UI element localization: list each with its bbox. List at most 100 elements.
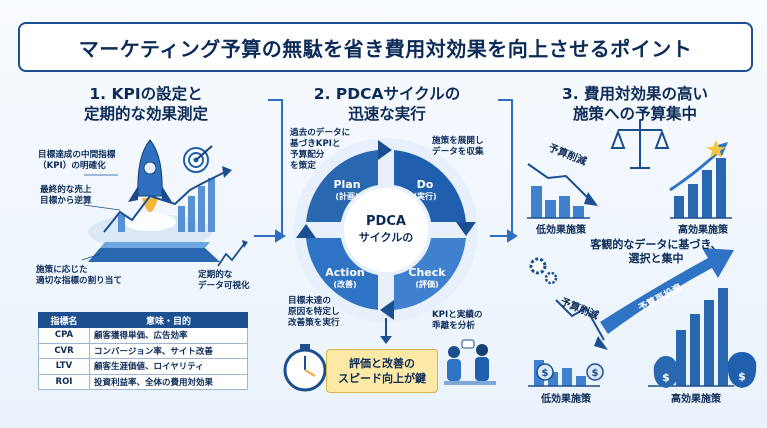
growth-line [103, 171, 226, 233]
pdca-plan-label: Plan (計画) [322, 178, 372, 202]
col1-note-kpi-l2: （KPI）の明確化 [38, 161, 106, 171]
high-effect-label-top: 高効果施策 [678, 225, 728, 236]
pdca-center-label: PDCA サイクルの [336, 214, 436, 245]
balance-scale-icon [610, 120, 670, 169]
pdca-segment-action [306, 238, 378, 310]
col2-note-plan-l3: 予算配分 [290, 150, 325, 160]
col2-note-do-l2: データを収集 [432, 147, 484, 157]
kpi-name-cell: CPA [38, 327, 90, 344]
money-bag-icon: $ $ [653, 352, 757, 388]
kpi-name-cell: LTV [38, 358, 90, 375]
pdca-check-label: Check (評価) [400, 266, 454, 290]
kpi-table: 指標名 意味・目的 CPA 顧客獲得単価、広告効率 CVR コンバージョン率、サ… [38, 312, 248, 390]
pdca-center-l1: PDCA [366, 214, 406, 229]
col2-note-do-l1: 施策を展開し [432, 136, 484, 146]
pdca-do-label: Do (実行) [400, 178, 450, 202]
col2-note-plan-l2: 基づきKPIと [290, 139, 341, 149]
page-title: マーケティング予算の無駄を省き費用対効果を向上させるポイント [78, 36, 693, 61]
col1-heading: 1. KPIの設定と 定期的な効果測定 [36, 84, 256, 124]
pdca-segment-do [394, 150, 466, 222]
col3-heading: 3. 費用対効果の高い 施策への予算集中 [520, 84, 750, 124]
pdca-action-label: Action (改善) [316, 266, 374, 290]
svg-text:$: $ [542, 368, 549, 379]
pdca-center-l2: サイクルの [358, 231, 414, 244]
kpi-table-header-meaning: 意味・目的 [89, 312, 248, 328]
stopwatch-icon [283, 344, 327, 392]
reinvest-arrow [600, 248, 734, 334]
team-people-icon [444, 339, 496, 385]
table-row: ROI 投資利益率、全体の費用対効果 [38, 373, 248, 390]
col1-note-visualize: 定期的な データ可視化 [198, 270, 250, 292]
pdca-cycle [283, 138, 496, 392]
col1-note-metrics-l1: 施策に応じた [36, 265, 88, 275]
selection-focus-text: 客観的なデータに基づき、 選択と集中 [556, 238, 756, 266]
kpi-table-header-name: 指標名 [38, 312, 90, 328]
col2-note-check: KPIと実績の 乖離を分析 [432, 310, 483, 332]
col1-note-goal-l1: 最終的な売上 [40, 185, 92, 195]
pdca-check-sub: (評価) [415, 280, 439, 289]
svg-text:$: $ [662, 371, 670, 384]
pdca-action-text: Action [325, 266, 365, 279]
col2-note-action-l2: 原因を特定し [288, 307, 340, 317]
col2-note-action-l1: 目標未達の [288, 296, 331, 306]
divider-arrow-1 [254, 99, 286, 243]
rocket-icon [124, 139, 176, 231]
svg-text:$: $ [738, 370, 746, 383]
title-bar: マーケティング予算の無駄を省き費用対効果を向上させるポイント [18, 22, 753, 72]
selection-focus-l1: 客観的なデータに基づき、 [590, 238, 722, 251]
col2-note-action-l3: 改善策を実行 [288, 318, 340, 328]
budget-illustrations: $ $ $ $ [527, 120, 757, 388]
col1-heading-line1: 1. KPIの設定と [89, 85, 203, 103]
speed-callout: 評価と改善の スピード向上が鍵 [326, 349, 438, 393]
col2-note-action: 目標未達の 原因を特定し 改善策を実行 [288, 296, 340, 329]
divider-arrow-2 [490, 99, 518, 243]
col1-note-metrics: 施策に応じた 適切な指標の割り当て [36, 265, 122, 287]
col2-heading: 2. PDCAサイクルの 迅速な実行 [282, 84, 492, 124]
col1-note-goal-l2: 目標から逆算 [40, 196, 92, 206]
col1-note-kpi: 目標達成の中間指標 （KPI）の明確化 [38, 150, 115, 172]
col2-note-plan-l1: 過去のデータに [290, 128, 351, 138]
col2-note-plan-l4: を策定 [290, 161, 316, 171]
pdca-do-sub: (実行) [413, 192, 437, 201]
rocket-chart-illustration [81, 139, 248, 267]
table-row: CPA 顧客獲得単価、広告効率 [38, 327, 248, 344]
speed-callout-l1: 評価と改善の [349, 357, 415, 370]
high-effect-bars-top [674, 158, 726, 218]
col1-note-goal: 最終的な売上 目標から逆算 [40, 185, 92, 207]
col2-heading-line1: 2. PDCAサイクルの [313, 85, 461, 103]
col2-note-do: 施策を展開し データを収集 [432, 136, 484, 158]
kpi-meaning-cell: 投資利益率、全体の費用対効果 [89, 373, 248, 390]
col2-note-check-l1: KPIと実績の [432, 310, 483, 320]
low-effect-bars-top [531, 186, 584, 218]
pdca-segment-plan [306, 150, 378, 222]
high-effect-label-bottom: 高効果施策 [671, 394, 721, 405]
col3-heading-line1: 3. 費用対効果の高い [561, 85, 709, 103]
table-row: CVR コンバージョン率、サイト改善 [38, 342, 248, 359]
col2-heading-line2: 迅速な実行 [348, 105, 426, 123]
table-row: LTV 顧客生涯価値、ロイヤリティ [38, 358, 248, 375]
col1-note-metrics-l2: 適切な指標の割り当て [36, 276, 122, 286]
col1-note-visualize-l2: データ可視化 [198, 281, 250, 291]
speed-callout-l2: スピード向上が鍵 [338, 372, 426, 385]
pdca-action-sub: (改善) [333, 280, 357, 289]
low-effect-label-bottom: 低効果施策 [541, 394, 591, 405]
high-effect-bars-bottom [676, 288, 728, 386]
kpi-name-cell: CVR [38, 342, 90, 359]
kpi-table-header: 指標名 意味・目的 [38, 312, 248, 328]
pdca-check-text: Check [408, 266, 446, 279]
coin-icon: $ $ [536, 363, 604, 381]
col1-note-visualize-l1: 定期的な [198, 270, 233, 280]
pdca-do-text: Do [416, 178, 434, 191]
svg-text:$: $ [592, 368, 599, 379]
kpi-meaning-cell: 顧客獲得単価、広告効率 [89, 327, 248, 344]
pdca-plan-text: Plan [333, 178, 361, 191]
low-effect-label-top: 低効果施策 [536, 225, 586, 236]
star-icon [706, 140, 726, 158]
target-icon [183, 145, 213, 173]
col3-heading-line2: 施策への予算集中 [572, 105, 697, 123]
mini-line-chart-icon [217, 240, 248, 267]
selection-focus-l2: 選択と集中 [628, 252, 684, 265]
col2-note-plan: 過去のデータに 基づきKPIと 予算配分 を策定 [290, 128, 350, 172]
